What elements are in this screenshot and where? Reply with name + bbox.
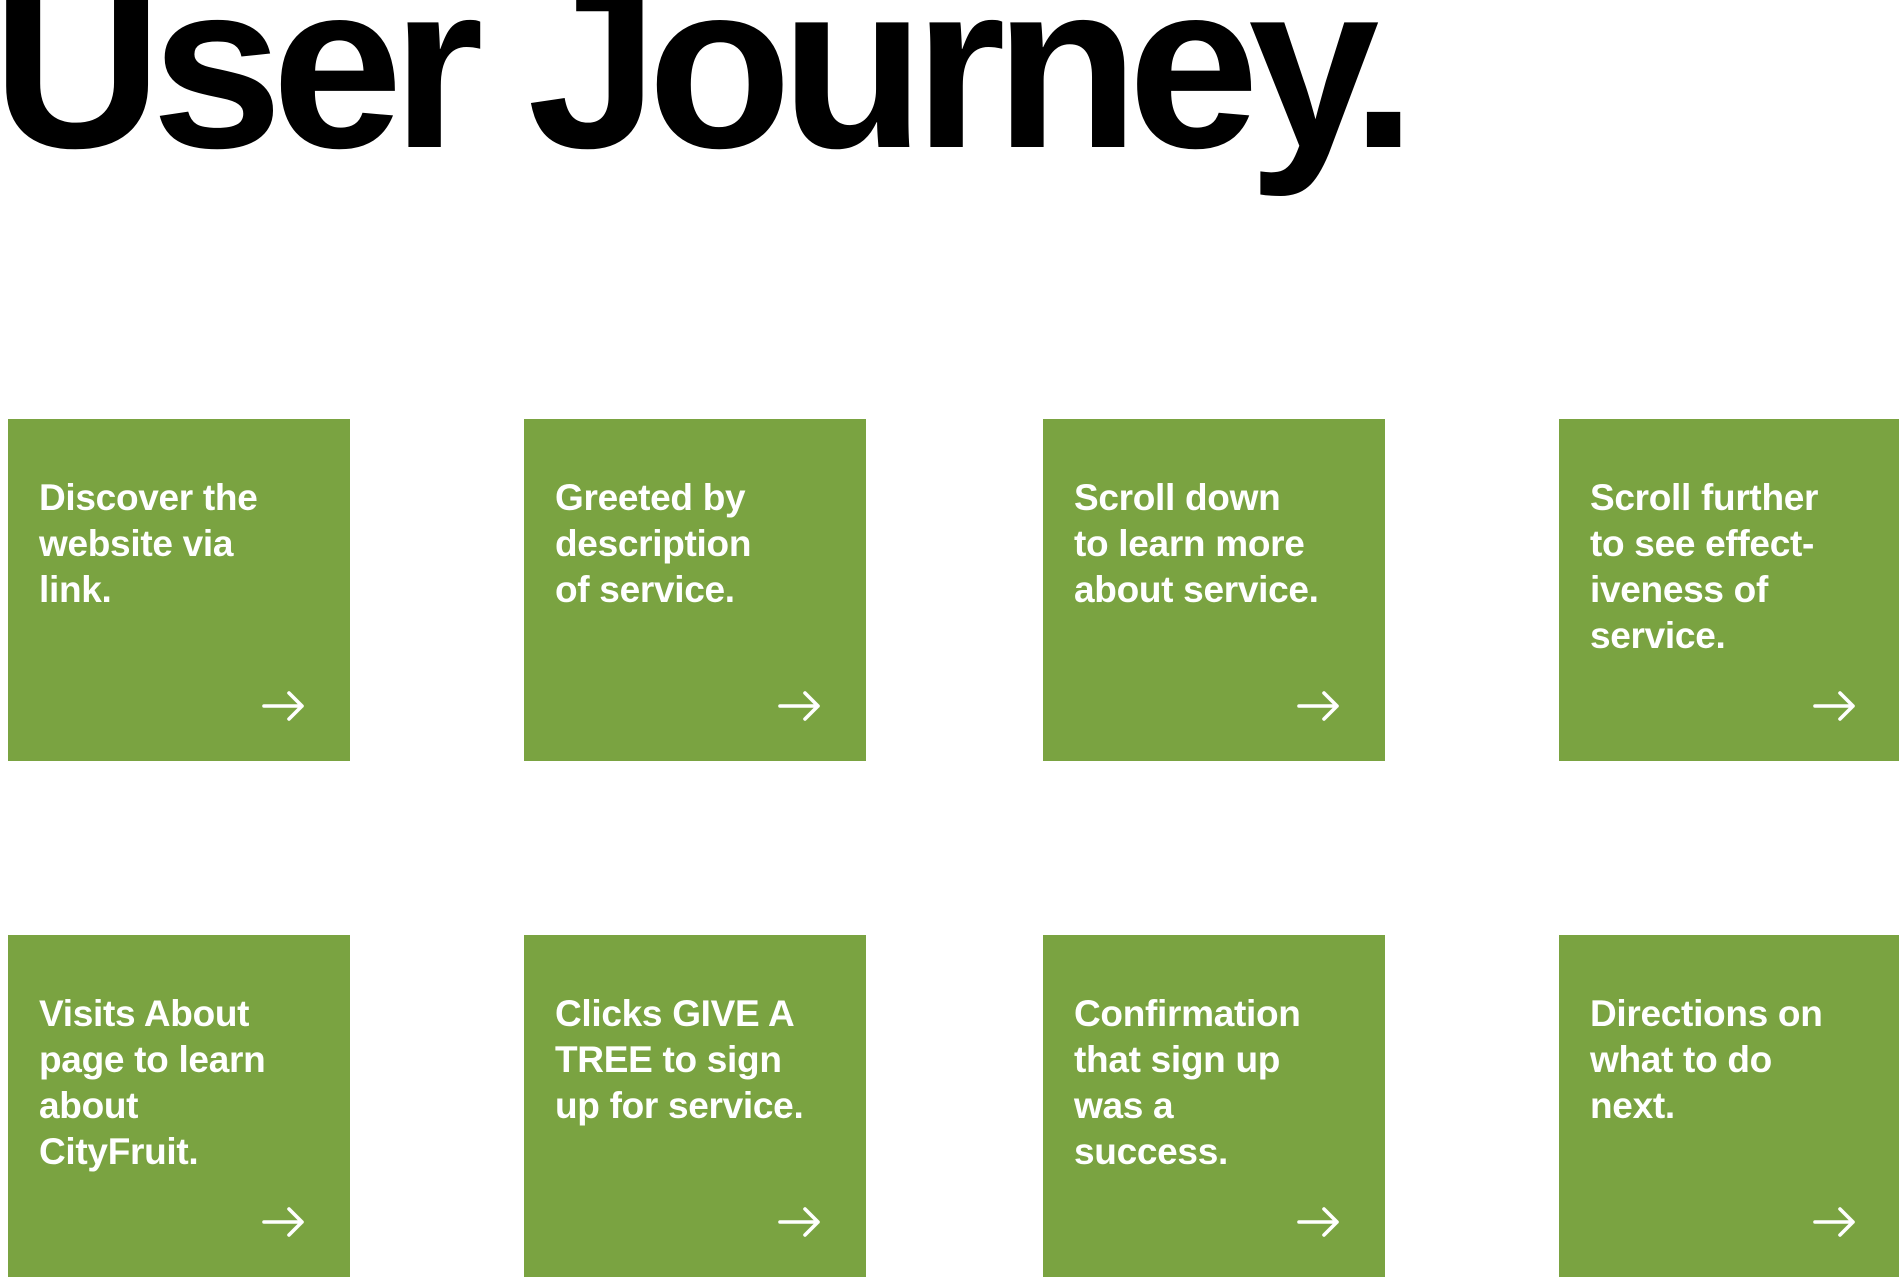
arrow-right-icon bbox=[1297, 1207, 1341, 1237]
arrow-right-icon bbox=[1813, 691, 1857, 721]
arrow-right-icon bbox=[778, 1207, 822, 1237]
arrow-right-icon bbox=[1813, 1207, 1857, 1237]
arrow-right-icon bbox=[262, 1207, 306, 1237]
arrow-right-icon bbox=[778, 691, 822, 721]
page-title: User Journey. bbox=[0, 0, 1416, 198]
arrow-right-icon bbox=[262, 691, 306, 721]
arrow-right-icon bbox=[1297, 691, 1341, 721]
